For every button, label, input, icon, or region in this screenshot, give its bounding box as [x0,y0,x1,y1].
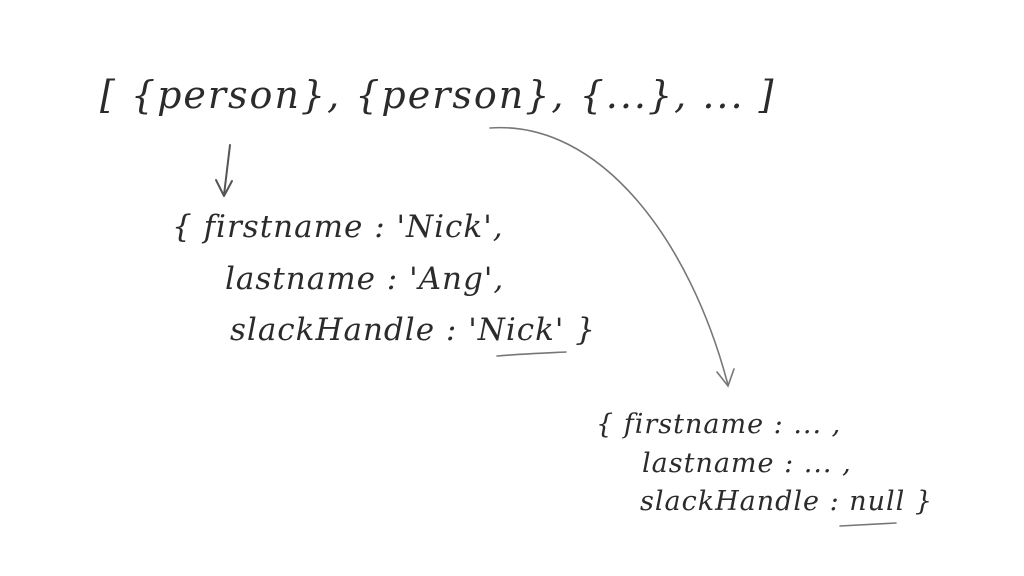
other-lastname-line: lastname : ... , [642,448,852,479]
array-of-persons: [ {person}, {person}, {...}, ... ] [100,73,776,117]
underline-nick [496,351,567,357]
nick-slackhandle-line: slackHandle : 'Nick' } [230,312,596,348]
nick-lastname-line: lastname : 'Ang', [225,261,505,297]
underline-null [839,522,897,527]
arrow-head-second-object [716,368,735,388]
other-slackhandle-line: slackHandle : null } [640,486,934,517]
arrow-to-second-object [489,126,729,386]
nick-firstname-line: { firstname : 'Nick', [172,209,504,245]
other-firstname-line: { firstname : ... , [596,409,842,440]
arrow-to-first-object [223,144,231,196]
arrow-head-first-object [215,179,233,197]
